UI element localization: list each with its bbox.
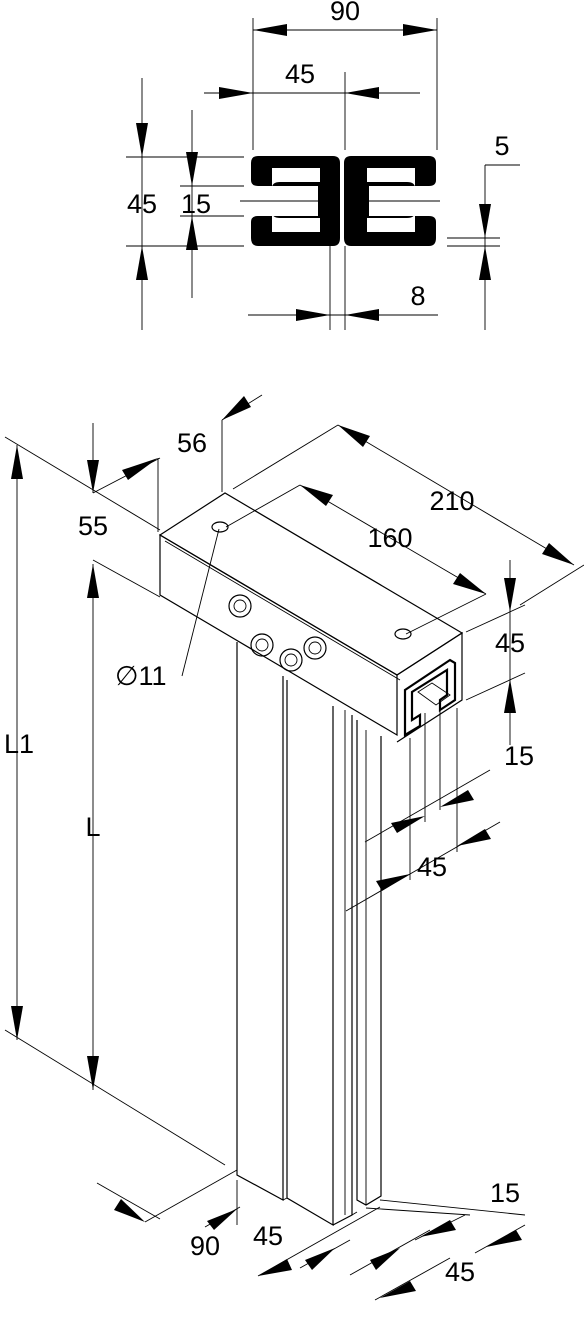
dim-label-5: 5 bbox=[494, 131, 509, 161]
dim-label-45-top-right: 45 bbox=[495, 628, 525, 658]
bolt-icon bbox=[228, 594, 327, 672]
dim-label-55: 55 bbox=[78, 511, 108, 541]
dim-5-wall bbox=[447, 164, 520, 330]
dim-55 bbox=[87, 423, 161, 532]
dim-56 bbox=[221, 394, 263, 492]
dim-45-top-right bbox=[465, 560, 526, 745]
label-L: L bbox=[85, 812, 100, 842]
dim-label-210: 210 bbox=[429, 486, 474, 516]
dim-8-gap bbox=[248, 246, 438, 330]
dim-45-bottom bbox=[257, 1206, 431, 1277]
dim-15-right bbox=[364, 705, 491, 843]
hole-leader bbox=[181, 528, 220, 677]
dim-label-45-bottom-right: 45 bbox=[445, 1257, 475, 1287]
dim-15-slot bbox=[180, 110, 244, 298]
iso-bracket bbox=[158, 492, 464, 1227]
dim-label-45-half: 45 bbox=[285, 59, 315, 89]
dim-L1 bbox=[4, 436, 226, 1166]
dim-label-15-slot: 15 bbox=[181, 189, 211, 219]
dim-90-top bbox=[252, 18, 438, 150]
dim-label-45-bottom-left: 45 bbox=[253, 1221, 283, 1251]
dim-210 bbox=[232, 424, 584, 606]
dim-160 bbox=[225, 484, 487, 635]
dim-45-right bbox=[345, 708, 501, 912]
dim-label-45-height: 45 bbox=[127, 189, 157, 219]
dim-label-56: 56 bbox=[177, 428, 207, 458]
profile-cross-section bbox=[240, 156, 440, 246]
dim-L bbox=[87, 559, 161, 1090]
dim-label-8: 8 bbox=[410, 281, 425, 311]
dim-15-bottom bbox=[365, 1199, 526, 1301]
dim-45-half bbox=[204, 72, 420, 150]
dim-label-15-right: 15 bbox=[504, 741, 534, 771]
dim-label-160: 160 bbox=[367, 523, 412, 553]
label-L1: L1 bbox=[4, 729, 34, 759]
dim-90-bottom bbox=[96, 1169, 241, 1230]
dim-label-45-right: 45 bbox=[417, 852, 447, 882]
dim-45-height bbox=[126, 78, 244, 330]
dim-label-15-bottom: 15 bbox=[490, 1178, 520, 1208]
dim-label-90: 90 bbox=[330, 0, 360, 26]
dim-label-hole: ∅11 bbox=[115, 661, 167, 691]
dim-label-90-bottom: 90 bbox=[190, 1231, 220, 1261]
